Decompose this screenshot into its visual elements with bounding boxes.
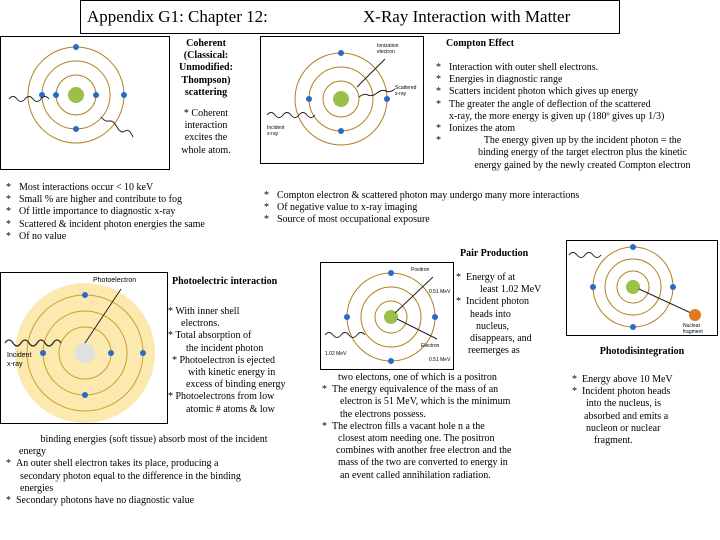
list-item: Scattered & incident photon energies the… <box>6 219 261 231</box>
list-item: * Incident photon <box>456 296 530 308</box>
photodisintegration-heading: Photodisintegration <box>599 346 685 357</box>
list-item: * Photoelectron is ejected <box>172 354 276 366</box>
pair-bullets-2: two electons, one of which is a positron… <box>322 372 562 482</box>
photodisintegration-figure: Nuclear fragment <box>566 240 718 336</box>
coherent-bullets: Most interactions occur < 10 keV Small %… <box>6 182 261 243</box>
page-title: Appendix G1: Chapter 12: <box>87 7 268 26</box>
compton-figure: Ionization electron Scattered x-ray Inci… <box>260 36 424 164</box>
list-item: * Incident photon heads <box>572 386 671 398</box>
photodis-bullets: * Energy above 10 MeV * Incident photon … <box>572 374 718 447</box>
list-item: The greater the angle of deflection of t… <box>436 99 716 123</box>
compton-fig-labels-scattered: Scattered x-ray <box>395 85 417 97</box>
compton-bullets-2: Compton electron & scattered photon may … <box>264 190 704 227</box>
list-item: * An outer shell electron takes its plac… <box>6 458 219 470</box>
list-item: * The energy equivalence of the mass of … <box>322 384 499 396</box>
compton-heading: Compton Effect <box>446 38 515 49</box>
list-item: The energy given up by the incident phot… <box>436 135 716 172</box>
list-item: Of no value <box>6 231 261 243</box>
pair-fig-label-energy: 1.02 MeV <box>325 351 347 357</box>
photodisintegration-atom-diagram <box>568 244 701 330</box>
list-item: Small % are higher and contribute to fog <box>6 194 261 206</box>
list-item: Of little importance to diagnostic x-ray <box>6 206 261 218</box>
compton-fig-labels-incident: Incident x-ray <box>267 125 285 137</box>
list-item: * Secondary photons have no diagnostic v… <box>6 495 195 507</box>
compton-fig-labels: Ionization electron <box>377 43 399 55</box>
list-item: Compton electron & scattered photon may … <box>264 190 704 202</box>
list-item: * Total absorption of <box>168 330 252 342</box>
pair-fig-label-electron: Electron <box>421 343 440 349</box>
list-item: * Energy of at <box>456 272 516 283</box>
coherent-description: * Coherent interaction excites the whole… <box>181 108 231 156</box>
pair-fig-label-positron: Positron <box>411 267 430 273</box>
photoelectric-heading: Photoelectric interaction <box>172 276 278 287</box>
list-item: Of negative value to x-ray imaging <box>264 202 704 214</box>
coherent-atom-diagram <box>8 44 134 144</box>
photoelectric-bullets-2: binding energies (soft tissue) absorb mo… <box>6 434 306 507</box>
photodis-fig-labels: Nuclear fragment <box>683 323 703 335</box>
pair-production-heading: Pair Production <box>460 248 529 259</box>
list-item: Most interactions occur < 10 keV <box>6 182 261 194</box>
compton-bullets: Interaction with outer shell electrons. … <box>436 62 716 172</box>
list-item: * With inner shell <box>168 306 240 317</box>
list-item: Interaction with outer shell electrons. <box>436 62 716 74</box>
coherent-heading: Coherent (Classical: Unmodified: Thompso… <box>179 38 233 98</box>
pair-bullets: * Energy of at least 1.02 MeV * Incident… <box>456 272 566 357</box>
list-item: * The electron fills a vacant hole n a t… <box>322 420 485 432</box>
title-box: Appendix G1: Chapter 12: X-Ray Interacti… <box>80 0 620 34</box>
coherent-figure <box>0 36 170 170</box>
list-item: Source of most occupational exposure <box>264 214 704 226</box>
list-item: Scatters incident photon which gives up … <box>436 86 716 98</box>
pair-fig-label-half1: 0.51 MeV <box>429 289 451 295</box>
photoelectric-atom-diagram <box>4 283 155 423</box>
photoelectric-bullets: * With inner shell electrons. * Total ab… <box>168 306 318 416</box>
list-item: * Photoelectrons from low <box>168 391 275 403</box>
photoelectric-figure: Photoelectron Incident x-ray <box>0 272 168 424</box>
pair-atom-diagram <box>324 270 438 364</box>
pair-production-figure: Positron Electron 1.02 MeV 0.51 MeV 0.51… <box>320 262 454 370</box>
compton-atom-diagram <box>266 50 396 146</box>
list-item: Energies in diagnostic range <box>436 74 716 86</box>
photo-fig-label-incident: Incident x-ray <box>7 352 32 368</box>
list-item: Ionizes the atom <box>436 123 716 135</box>
list-item: * Energy above 10 MeV <box>572 374 673 385</box>
photo-fig-label-electron: Photoelectron <box>93 277 137 284</box>
pair-fig-label-half2: 0.51 MeV <box>429 357 451 363</box>
page-subtitle: X-Ray Interaction with Matter <box>363 7 571 26</box>
